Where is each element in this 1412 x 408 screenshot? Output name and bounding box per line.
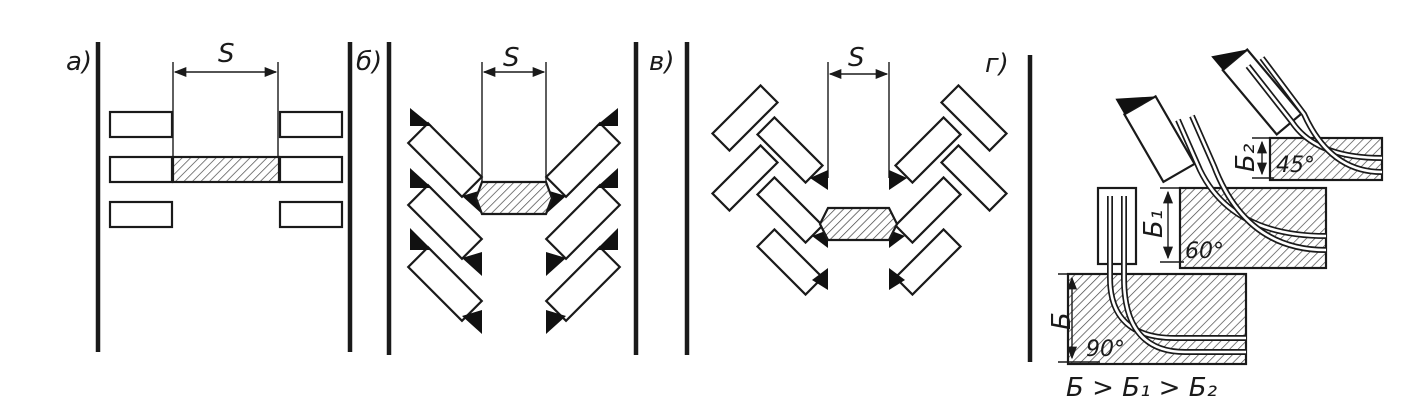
panel-v-spacing-label: S bbox=[848, 43, 865, 73]
panel-b-spacing-label: S bbox=[503, 43, 520, 73]
panel-b-blank bbox=[406, 183, 484, 261]
panel-b-waste-wedge bbox=[596, 228, 618, 250]
panel-v-waste-wedge bbox=[889, 170, 907, 190]
die-60-tip bbox=[1115, 96, 1156, 115]
panel-a-label: а) bbox=[66, 47, 92, 77]
panel-v-waste-wedge bbox=[810, 170, 828, 190]
panel-v-blank bbox=[755, 175, 825, 245]
panel-v-blank bbox=[939, 143, 1009, 213]
panel-v-blank bbox=[710, 83, 780, 153]
panel-b-blank bbox=[544, 245, 622, 323]
panel-v-blank bbox=[893, 175, 963, 245]
panel-a-blank bbox=[278, 155, 344, 184]
die-90 bbox=[1096, 186, 1138, 266]
height-b-label: Б bbox=[1047, 312, 1077, 330]
panel-b-waste-wedge bbox=[462, 252, 482, 276]
panel-b-waste-wedge bbox=[410, 108, 432, 126]
panel-a-blank bbox=[108, 200, 174, 229]
panel-v-waste-wedge bbox=[812, 230, 828, 248]
panel-v-blank bbox=[710, 143, 780, 213]
panel-b-blank bbox=[406, 121, 484, 199]
panel-a-blank bbox=[278, 110, 344, 139]
die-45-tip bbox=[1211, 49, 1248, 71]
angle-45-label: 45° bbox=[1276, 153, 1315, 178]
panel-a-blank bbox=[108, 155, 174, 184]
panel-b-blank bbox=[406, 245, 484, 323]
panel-b-label: б) bbox=[356, 47, 382, 77]
panel-b-waste-wedge bbox=[546, 310, 566, 334]
panel-a-spacing-label: S bbox=[218, 39, 235, 69]
panel-a: а) S bbox=[66, 39, 353, 352]
panel-v: в) S bbox=[649, 42, 1009, 355]
panel-b-waste-wedge bbox=[462, 310, 482, 334]
panel-a-waste-web bbox=[171, 155, 281, 184]
height-b1-label: Б₁ bbox=[1139, 210, 1169, 238]
angle-60-label: 60° bbox=[1185, 239, 1224, 264]
panel-b-waste-wedge bbox=[410, 168, 432, 188]
panel-g: г) Б 90° Б₁ 60° bbox=[985, 47, 1384, 403]
panel-v-waste-wedge bbox=[889, 268, 905, 290]
panel-b: б) S bbox=[356, 42, 639, 355]
panel-b-waste-wedge bbox=[596, 108, 618, 126]
angle-90-label: 90° bbox=[1086, 337, 1125, 362]
panel-b-waste-wedge bbox=[596, 168, 618, 188]
panel-v-blank bbox=[939, 83, 1009, 153]
panel-v-label: в) bbox=[649, 47, 674, 77]
panel-v-blank bbox=[893, 227, 963, 297]
panel-b-waste-wedge bbox=[546, 252, 566, 276]
height-b2-label: Б₂ bbox=[1231, 144, 1261, 172]
panel-v-blank bbox=[893, 115, 963, 185]
panel-v-blank bbox=[755, 227, 825, 297]
panel-v-waste-wedge bbox=[889, 230, 905, 248]
panel-b-blank bbox=[544, 121, 622, 199]
panel-a-blank bbox=[108, 110, 174, 139]
panel-v-blank bbox=[755, 115, 825, 185]
height-relation: Б > Б₁ > Б₂ bbox=[1066, 373, 1217, 403]
panel-g-label: г) bbox=[985, 49, 1009, 79]
panel-b-waste-web bbox=[474, 180, 554, 216]
panel-b-blank bbox=[544, 183, 622, 261]
panel-b-waste-wedge bbox=[410, 228, 432, 250]
panel-v-waste-web bbox=[818, 206, 899, 242]
panel-v-waste-wedge bbox=[812, 268, 828, 290]
panel-a-blank bbox=[278, 200, 344, 229]
